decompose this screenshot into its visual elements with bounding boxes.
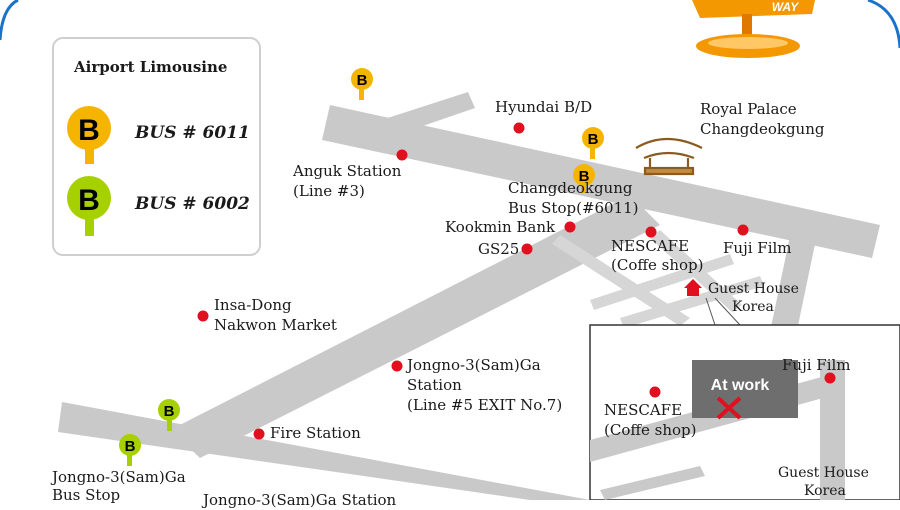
bus-marker-6011-a: B xyxy=(351,68,373,100)
side-street-4 xyxy=(620,276,764,328)
label-royal-palace-1: Royal Palace xyxy=(700,100,797,118)
poi-dot-fuji xyxy=(737,224,749,236)
label-changdeok-stop-2: Bus Stop(#6011) xyxy=(508,199,639,217)
inset-callout-line-2 xyxy=(714,297,741,326)
legend-label-6002: BUS # 6002 xyxy=(135,194,250,214)
inset-label-fuji: Fuji Film xyxy=(782,356,851,374)
road-anguk xyxy=(375,92,475,140)
inset-callout-line xyxy=(705,297,716,326)
label-insadong-1: Insa-Dong xyxy=(214,296,292,314)
legend-marker-letter: B xyxy=(78,184,100,217)
poi-dot-fire-station xyxy=(253,428,265,440)
poi-dot-jongno-station xyxy=(391,360,403,372)
inset-label-nescafe-1: NESCAFE xyxy=(604,401,683,419)
poi-dot-hyundai xyxy=(513,122,525,134)
label-hyundai: Hyundai B/D xyxy=(495,98,593,116)
inset-label-guesthouse-1: Guest House xyxy=(778,465,869,481)
label-anguk-1: Anguk Station xyxy=(293,162,402,180)
poi-dot-inset-fuji xyxy=(824,372,836,384)
bus-marker-6002-b: B xyxy=(119,434,141,466)
bus-marker-6002-a: B xyxy=(158,399,180,431)
road-network xyxy=(58,92,880,500)
legend-marker-6011: B xyxy=(67,106,111,164)
poi-dot-nescafe xyxy=(645,226,657,238)
label-guesthouse-2: Korea xyxy=(732,299,774,315)
inset-x-mark-b xyxy=(716,396,742,420)
inset-workplace-building xyxy=(692,360,798,418)
inset-at-work: At work xyxy=(711,377,770,394)
label-jongno-station-2: Station xyxy=(407,376,462,394)
inset-road-2 xyxy=(820,360,845,500)
label-bottom-cut: Jongno-3(Sam)Ga Station xyxy=(203,491,397,509)
poi-dot-inset-nescafe xyxy=(649,386,661,398)
inset-detail xyxy=(589,324,900,500)
label-nescafe-1: NESCAFE xyxy=(611,237,690,255)
poi-dot-insadong xyxy=(197,310,209,322)
label-fuji: Fuji Film xyxy=(723,239,792,257)
bus-marker-letter: B xyxy=(164,403,175,420)
inset-road-3 xyxy=(600,466,705,500)
label-guesthouse-1: Guest House xyxy=(708,281,799,297)
sign-text: WAY xyxy=(772,0,799,14)
way-sign xyxy=(692,0,815,58)
road-right-vertical xyxy=(770,236,815,340)
label-jongno-station-1: Jongno-3(Sam)Ga xyxy=(407,356,541,374)
poi-dot-gs25 xyxy=(521,243,533,255)
blue-frame xyxy=(0,0,19,41)
label-jongno-station-3: (Line #5 EXIT No.7) xyxy=(407,396,563,414)
poi-dots xyxy=(197,122,836,440)
bus-marker-6011-b: B xyxy=(582,127,604,159)
label-jongno-stop-1: Jongno-3(Sam)Ga xyxy=(52,468,186,486)
bus-marker-letter: B xyxy=(125,438,136,455)
label-insadong-2: Nakwon Market xyxy=(214,316,337,334)
label-changdeok-stop-1: Changdeokgung xyxy=(508,179,633,197)
royal-palace-icon xyxy=(635,138,703,176)
road-top xyxy=(322,105,880,258)
poi-dot-anguk xyxy=(396,149,408,161)
label-nescafe-2: (Coffe shop) xyxy=(611,256,704,274)
legend-label-6011: BUS # 6011 xyxy=(135,123,250,143)
road-lower-left xyxy=(58,402,590,500)
guesthouse-house-icon xyxy=(684,279,702,296)
legend-title: Airport Limousine xyxy=(74,58,228,76)
inset-label-guesthouse-2: Korea xyxy=(804,483,846,499)
side-street-1 xyxy=(552,235,690,326)
label-kookmin: Kookmin Bank xyxy=(445,218,556,236)
label-anguk-2: (Line #3) xyxy=(293,182,365,200)
inset-label-nescafe-2: (Coffe shop) xyxy=(604,421,697,439)
bus-marker-letter: B xyxy=(579,168,590,185)
bus-marker-letter: B xyxy=(357,72,368,89)
label-fire-station: Fire Station xyxy=(270,424,361,442)
side-street-3 xyxy=(590,254,734,310)
label-jongno-stop-2: Bus Stop xyxy=(52,486,121,504)
legend-marker-6002: B xyxy=(67,176,111,236)
bus-marker-letter: B xyxy=(588,131,599,148)
road-diagonal-main xyxy=(170,195,660,458)
legend-marker-letter: B xyxy=(78,114,100,147)
label-royal-palace-2: Changdeokgung xyxy=(700,120,825,138)
label-gs25: GS25 xyxy=(478,240,520,258)
bus-marker-6011-c: B xyxy=(573,164,595,193)
blue-frame-right xyxy=(867,0,900,49)
poi-dot-kookmin xyxy=(564,221,576,233)
